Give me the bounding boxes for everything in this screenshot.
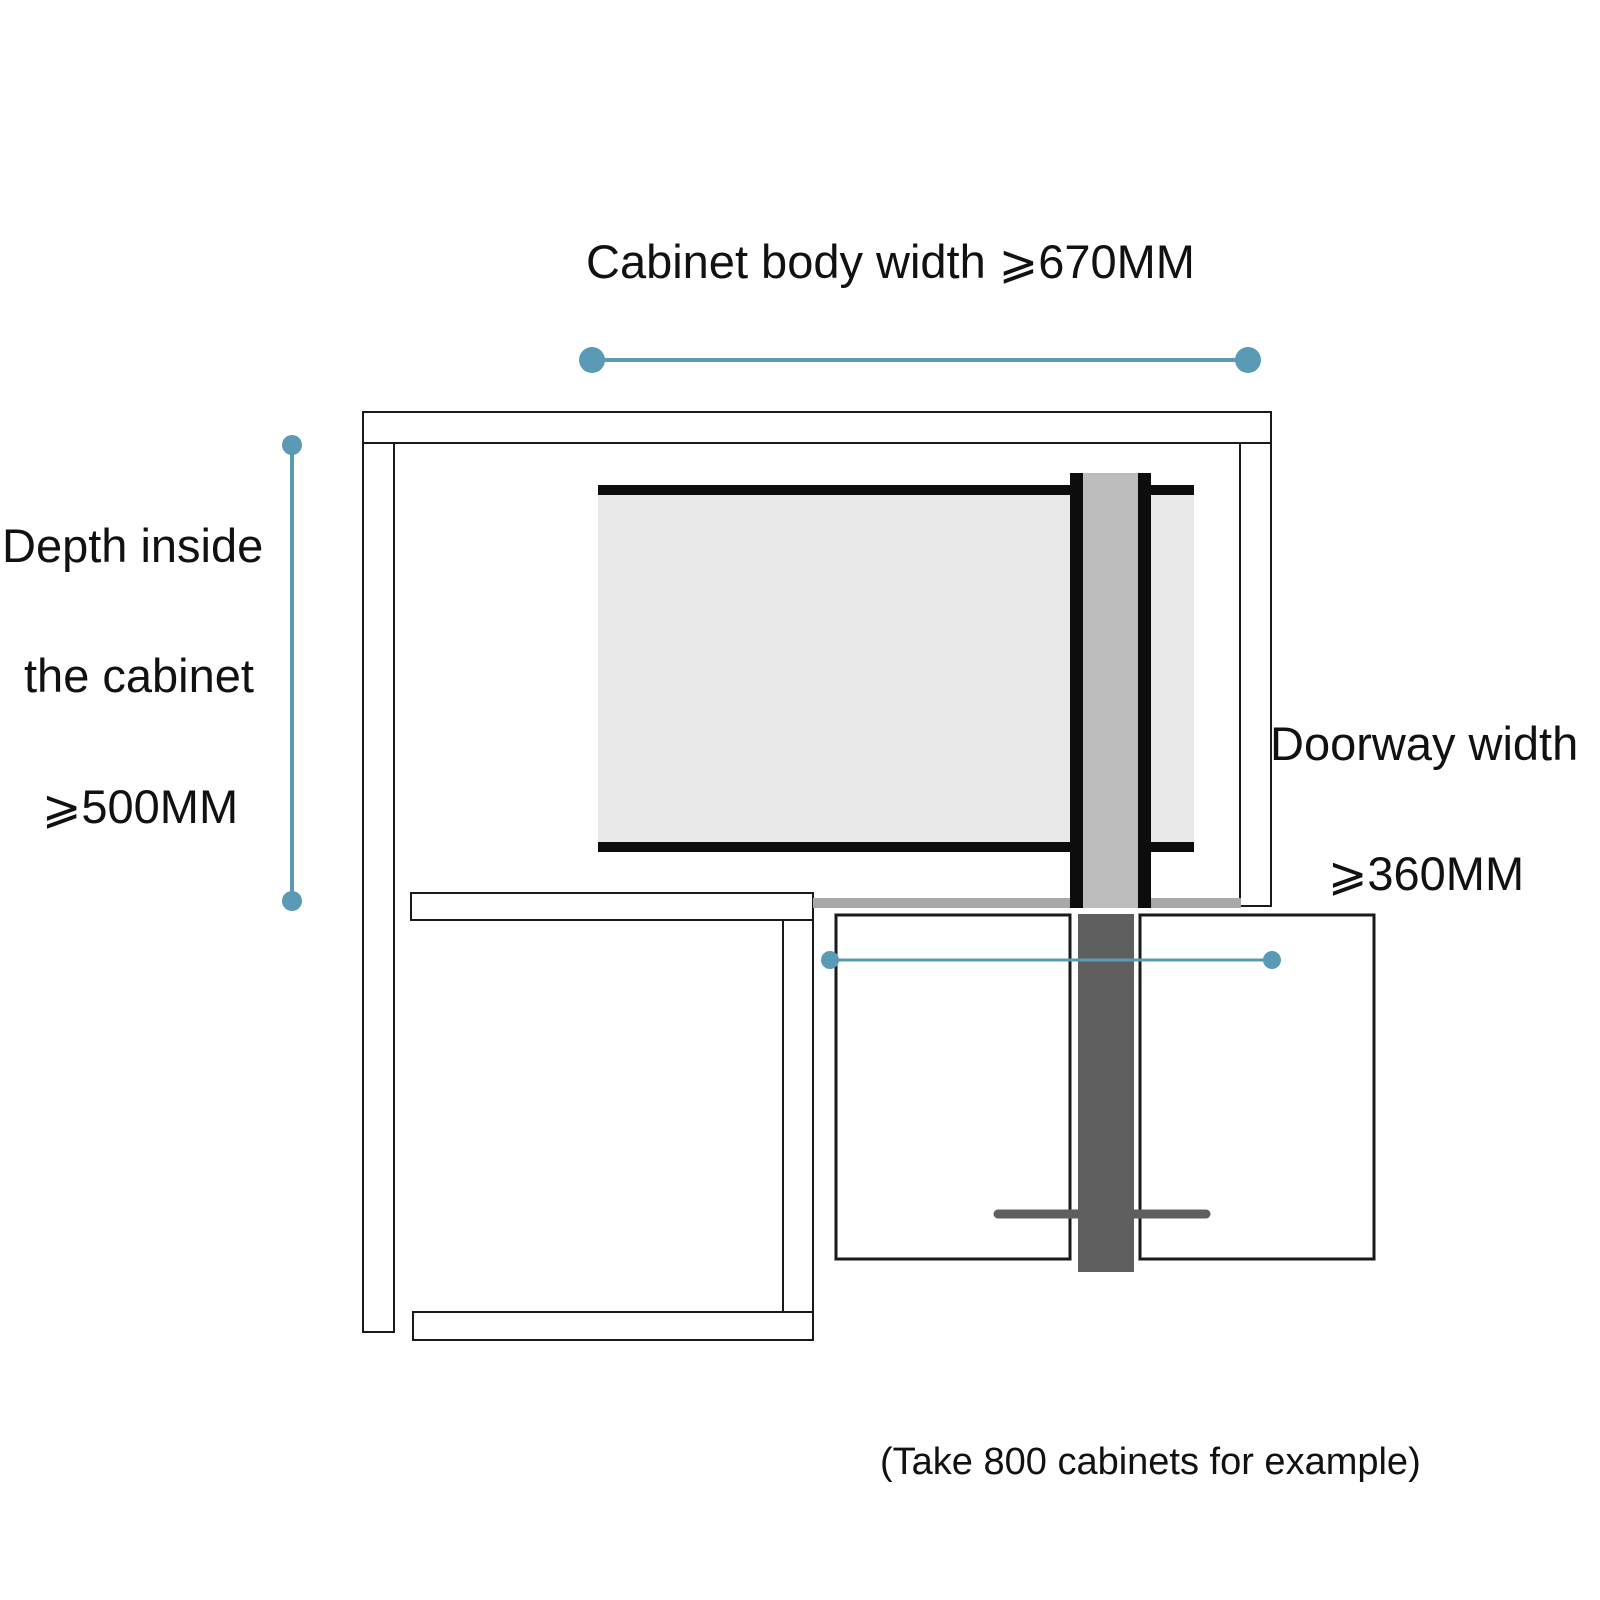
lower-basket-right: [1138, 913, 1376, 1261]
depth-dimension: [282, 435, 302, 911]
lower-basket: [834, 913, 1376, 1261]
lower-basket-left: [834, 913, 1072, 1261]
upper-basket-top-rail: [598, 485, 1194, 495]
cabinet-right-panel: [1239, 442, 1272, 907]
depth-label-line1: Depth inside: [2, 519, 264, 572]
cabinet-width-label: Cabinet body width ⩾670MM: [586, 235, 1195, 288]
doorway-dimension-start: [821, 951, 839, 969]
post-left-edge: [1070, 473, 1083, 908]
depth-label-line2: the cabinet: [24, 649, 254, 702]
width-dimension-end: [1235, 347, 1261, 373]
inner-shelf-bottom: [412, 1311, 814, 1341]
depth-dimension-end: [282, 891, 302, 911]
inner-shelf-top: [410, 892, 814, 921]
cabinet-frame: [362, 411, 1272, 1341]
inner-shelf-side: [782, 919, 814, 1313]
depth-label-line3: ⩾500MM: [42, 780, 239, 833]
width-dimension: [579, 347, 1261, 373]
width-dimension-start: [579, 347, 605, 373]
doorway-label-line2: ⩾360MM: [1328, 847, 1525, 900]
post-right-edge: [1138, 473, 1151, 908]
cabinet-top-panel: [362, 411, 1272, 444]
post-upper-light: [1083, 473, 1143, 908]
depth-dimension-start: [282, 435, 302, 455]
cabinet-left-panel: [362, 442, 395, 1333]
upper-basket-bottom-rail: [598, 842, 1194, 852]
doorway-dimension-end: [1263, 951, 1281, 969]
example-note: (Take 800 cabinets for example): [880, 1441, 1421, 1483]
cabinet-floor-line: [813, 898, 1241, 908]
doorway-label-line1: Doorway width: [1270, 717, 1579, 770]
doorway-dimension: [821, 951, 1281, 969]
